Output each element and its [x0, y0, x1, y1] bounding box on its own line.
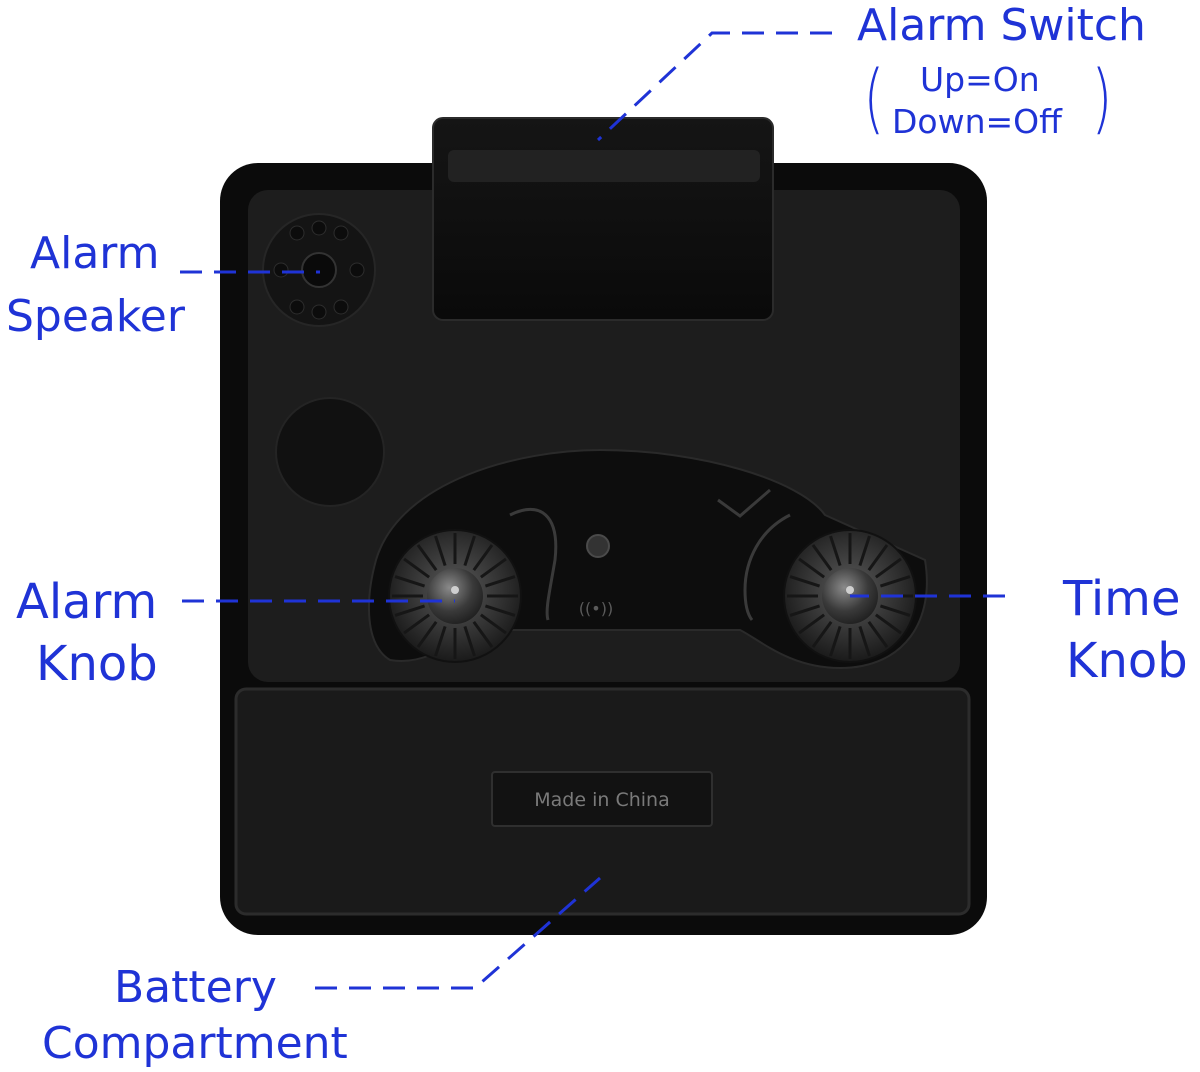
plate-arc-right — [743, 513, 791, 621]
knob-tooth — [416, 621, 438, 648]
knob-tooth — [811, 621, 833, 648]
round-cover — [275, 397, 385, 507]
alarm-speaker-grille — [262, 213, 376, 327]
knob-tooth — [472, 621, 494, 648]
knob-tooth — [416, 544, 438, 571]
alarm-speaker-label-line2: Speaker — [6, 291, 185, 342]
knob-tooth — [472, 544, 494, 571]
alarm-switch-up-on: Up=On — [920, 60, 1040, 99]
plate-arc-left — [509, 507, 558, 621]
alarm-knob-label-line2: Knob — [36, 636, 158, 692]
knob-tooth — [789, 604, 821, 617]
knob-tooth — [480, 557, 507, 579]
knob-tooth — [403, 613, 430, 635]
knob-tooth — [867, 621, 889, 648]
alarm-switch-ridge — [448, 150, 760, 182]
center-indicator — [586, 534, 610, 558]
knob-tooth — [434, 535, 447, 567]
knob-tooth — [394, 604, 426, 617]
knob-tooth — [879, 575, 911, 588]
alarm-knob-label-line1: Alarm — [16, 574, 158, 630]
knob-tooth — [875, 557, 902, 579]
alarm-switch-title: Alarm Switch — [857, 0, 1146, 51]
knob-tooth — [484, 604, 516, 617]
knob-tooth — [798, 613, 825, 635]
knob-tooth — [789, 575, 821, 588]
knob-tooth — [829, 535, 842, 567]
time-knob-label-line2: Knob — [1066, 633, 1188, 689]
alarm-knob[interactable] — [388, 529, 522, 663]
knob-tooth — [858, 535, 871, 567]
battery-label-line1: Battery — [114, 962, 277, 1013]
battery-label-line2: Compartment — [42, 1018, 348, 1069]
knob-tooth — [879, 604, 911, 617]
knob-tooth — [867, 544, 889, 571]
alarm-switch-paren-close: ) — [1091, 53, 1113, 142]
knob-tooth — [858, 625, 871, 657]
alarm-speaker-label-line1: Alarm — [30, 228, 160, 279]
knob-tooth — [480, 613, 507, 635]
check-mark-icon — [717, 488, 771, 518]
signal-symbol: ((•)) — [579, 599, 613, 618]
knob-tooth — [798, 557, 825, 579]
knob-tooth — [875, 613, 902, 635]
knob-tooth — [811, 544, 833, 571]
knob-tooth — [463, 625, 476, 657]
leader-battery — [315, 876, 601, 990]
alarm-switch-down-off: Down=Off — [892, 102, 1062, 141]
knob-tooth — [484, 575, 516, 588]
leader-alarm-switch — [596, 31, 832, 142]
alarm-switch-paren-open: ( — [863, 53, 885, 142]
knob-tooth — [394, 575, 426, 588]
alarm-switch[interactable] — [432, 117, 774, 321]
made-in-china-plate — [491, 771, 713, 827]
knob-tooth — [403, 557, 430, 579]
knob-tooth — [434, 625, 447, 657]
made-in-china-text: Made in China — [534, 789, 669, 811]
knob-tooth — [829, 625, 842, 657]
time-knob-label-line1: Time — [1063, 571, 1181, 627]
knob-tooth — [463, 535, 476, 567]
leader-lines — [180, 31, 1005, 990]
